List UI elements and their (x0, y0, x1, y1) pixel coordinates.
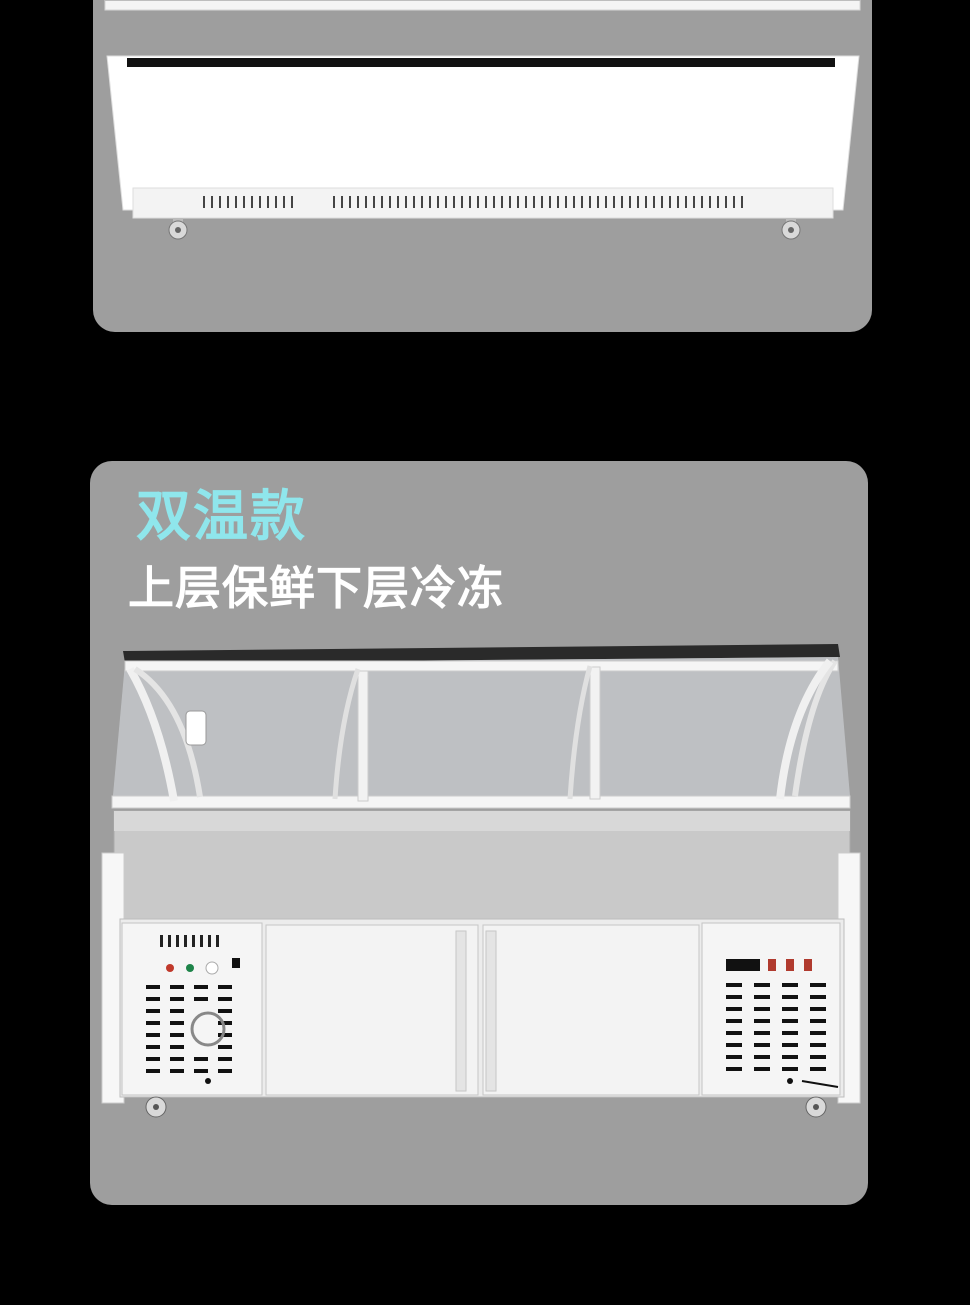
product-card-top (93, 0, 872, 332)
caster-wheel-icon (781, 218, 801, 240)
variant-headline: 双温款 (136, 484, 308, 548)
caster-wheel-icon (805, 1096, 827, 1118)
caster-wheel-icon (168, 218, 188, 240)
product-card-dual-temp: 双温款 上层保鲜下层冷冻 (90, 461, 868, 1205)
variant-subheadline: 上层保鲜下层冷冻 (128, 561, 504, 615)
indicator-light-icon (166, 964, 174, 972)
cabinet-photo-dual-temp (101, 644, 861, 1118)
caster-wheel-icon (145, 1096, 167, 1118)
vent-slots-top (203, 196, 743, 208)
cabinet-photo-top (104, 0, 861, 240)
indicator-light-icon (186, 964, 194, 972)
